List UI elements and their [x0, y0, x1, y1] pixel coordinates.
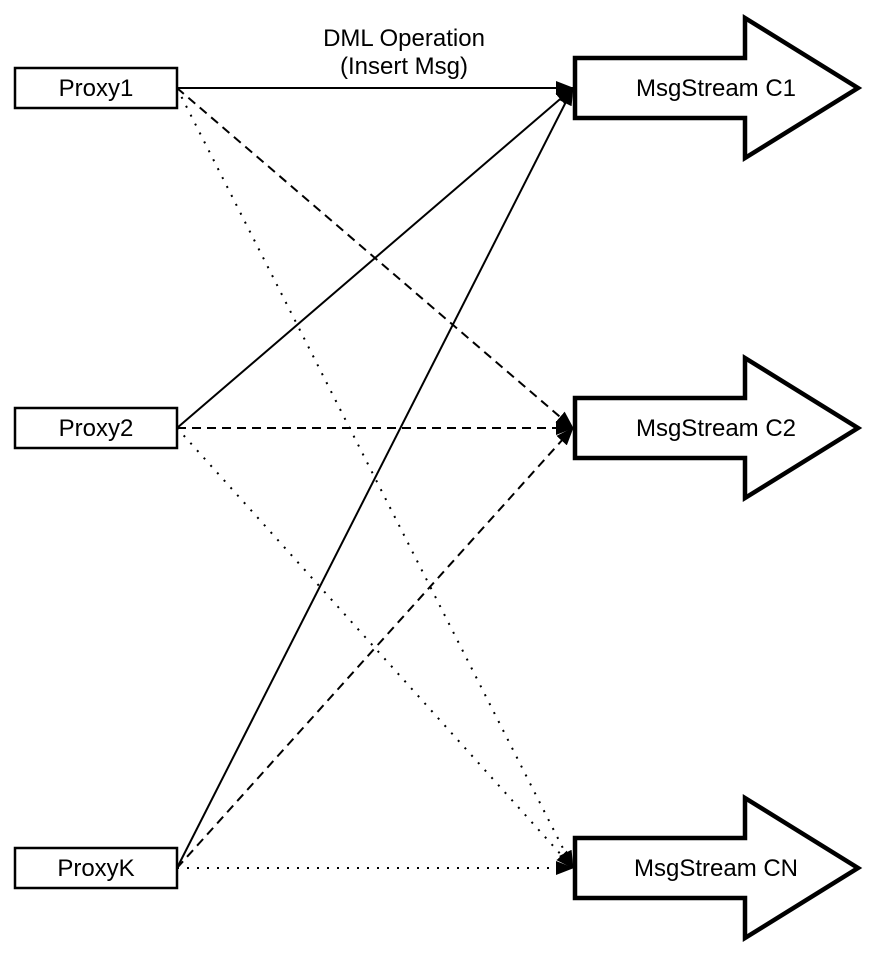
proxyk-box — [13, 846, 179, 890]
msgstream-cn-node: MsgStream CN — [572, 793, 863, 943]
msgstream-c1-label: MsgStream C1 — [636, 75, 796, 102]
msgstream-cn-arrow-shape — [572, 793, 863, 943]
edge-proxyk-to-c1 — [176, 87, 574, 869]
proxyk-node: ProxyK — [13, 846, 179, 890]
proxy2-label: Proxy2 — [59, 415, 134, 442]
edge-proxyk-to-c2 — [176, 427, 574, 869]
diagram-title-line2: (Insert Msg) — [340, 53, 468, 80]
msgstream-cn-label: MsgStream CN — [634, 855, 798, 882]
msgstream-c2-label: MsgStream C2 — [636, 415, 796, 442]
msgstream-c2-node: MsgStream C2 — [572, 353, 863, 503]
proxy2-box — [13, 406, 179, 450]
msgstream-c2-arrow-shape — [572, 353, 863, 503]
edges-layer — [176, 81, 574, 875]
proxy1-label: Proxy1 — [59, 75, 134, 102]
edge-proxy2-to-c1 — [176, 87, 574, 429]
proxy1-box — [13, 66, 179, 110]
msgstream-c1-node: MsgStream C1 — [572, 13, 863, 163]
diagram-title-line1: DML Operation — [323, 25, 485, 52]
proxy2-node: Proxy2 — [13, 406, 179, 450]
proxy1-node: Proxy1 — [13, 66, 179, 110]
proxyk-label: ProxyK — [57, 855, 134, 882]
msgstream-c1-arrow-shape — [572, 13, 863, 163]
